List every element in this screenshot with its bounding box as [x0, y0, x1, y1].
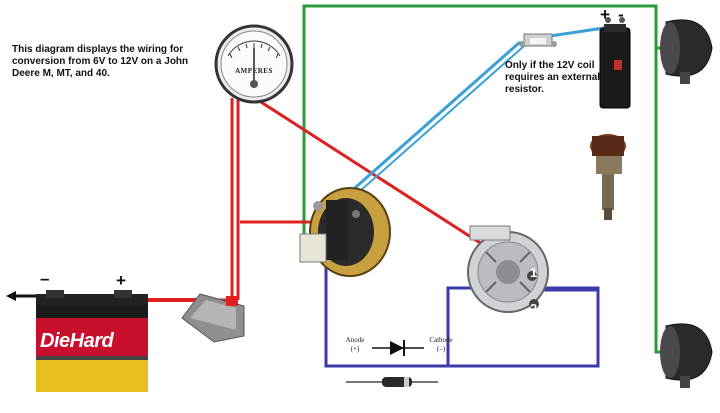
red-wire-ammeter-to-battery [200, 98, 234, 302]
starter-terminal [181, 293, 245, 343]
diagram-caption: This diagram displays the wiring for con… [12, 44, 189, 79]
cyan-wire [329, 26, 605, 212]
battery-negative-label: – [40, 269, 50, 288]
cathode-text: Cathode [429, 336, 453, 344]
ground-arrow [6, 291, 16, 301]
blue-wire [324, 230, 600, 368]
battery-brand: DieHard [40, 330, 114, 352]
cathode-label: Cathode (–) [424, 336, 458, 354]
diode-component [346, 377, 438, 387]
battery-positive-label: + [116, 271, 126, 290]
ballast-resistor [519, 33, 557, 47]
ammeter-label: AMPERES [235, 67, 273, 75]
distributor [590, 134, 626, 220]
alternator-terminal-1: 1 [530, 265, 538, 280]
anode-label: Anode (+) [340, 336, 370, 354]
headlight-bottom [660, 323, 713, 388]
coil-positive-label: + [600, 5, 610, 24]
headlight-top [660, 19, 713, 84]
cathode-sign: (–) [436, 345, 446, 353]
anode-text: Anode [345, 336, 365, 344]
diode-symbol [372, 340, 424, 356]
battery [36, 290, 148, 392]
anode-sign: (+) [350, 345, 360, 353]
cyan-wire-2 [333, 45, 525, 215]
alternator [467, 225, 549, 313]
ignition-coil [599, 17, 631, 109]
alternator-terminal-2: 2 [530, 301, 538, 316]
resistor-note: Only if the 12V coil requires an externa… [505, 60, 601, 95]
coil-negative-label: - [618, 5, 624, 24]
ammeter [214, 24, 294, 104]
ignition-switch [299, 187, 391, 277]
